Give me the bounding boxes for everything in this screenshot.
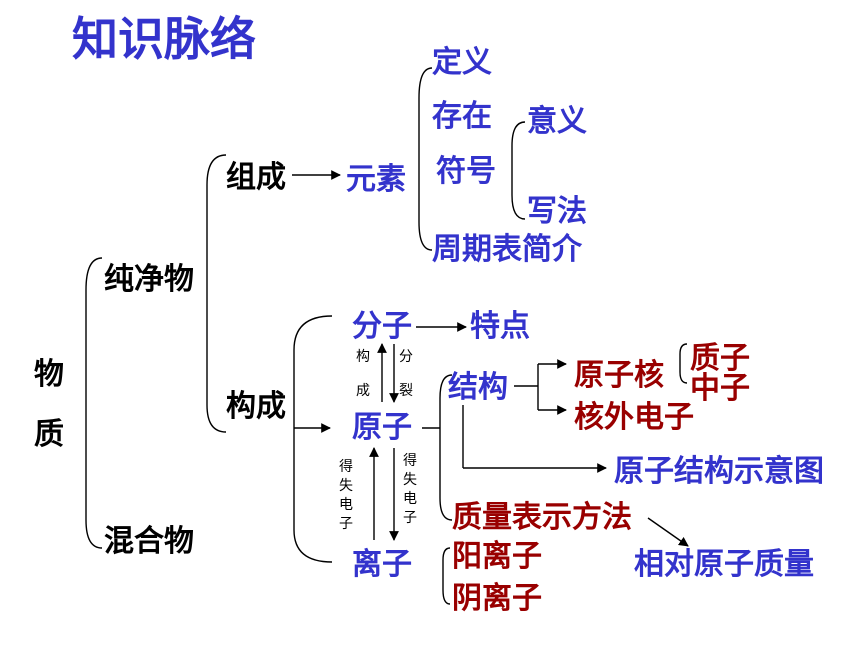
node-feature: 特点 xyxy=(470,309,530,344)
label-build-1: 构 xyxy=(356,349,370,365)
node-mixture: 混合物 xyxy=(104,524,194,559)
node-neutron: 中子 xyxy=(690,371,750,406)
label-build-2: 成 xyxy=(356,383,370,399)
node-structure: 结构 xyxy=(448,370,508,405)
node-matter-1: 物 xyxy=(34,357,64,392)
page-title: 知识脉络 xyxy=(72,12,256,66)
node-existence: 存在 xyxy=(432,99,492,134)
node-mass-method: 质量表示方法 xyxy=(452,500,632,535)
label-gain-lose-right: 得 失 电 子 xyxy=(403,453,417,526)
node-writing: 写法 xyxy=(527,194,587,229)
node-atom: 原子 xyxy=(352,410,412,445)
brace-element xyxy=(418,67,433,251)
node-outer-electrons: 核外电子 xyxy=(574,400,694,435)
arrow-to-relative-mass xyxy=(647,517,689,547)
node-relative-mass: 相对原子质量 xyxy=(634,547,814,582)
node-pure-substance: 纯净物 xyxy=(104,262,194,297)
node-anion: 阴离子 xyxy=(452,581,542,616)
brace-symbol xyxy=(511,121,526,220)
brace-construction xyxy=(293,315,333,563)
node-symbol: 符号 xyxy=(436,154,496,189)
brace-ion xyxy=(442,547,451,605)
node-definition: 定义 xyxy=(432,45,492,80)
label-split-1: 分 xyxy=(399,349,413,365)
node-meaning: 意义 xyxy=(527,104,587,139)
brace-pure xyxy=(206,154,227,433)
node-element: 元素 xyxy=(346,162,406,197)
label-gain-lose-left: 得 失 电 子 xyxy=(339,459,353,532)
node-matter-2: 质 xyxy=(34,417,64,452)
label-split-2: 裂 xyxy=(399,383,413,399)
node-proton: 质子 xyxy=(690,341,750,376)
node-cation: 阳离子 xyxy=(452,539,542,574)
brace-nucleus xyxy=(679,343,688,384)
node-periodic-table: 周期表简介 xyxy=(432,232,582,267)
brace-matter xyxy=(85,257,103,549)
node-molecule: 分子 xyxy=(352,309,412,344)
node-composition: 组成 xyxy=(226,160,286,195)
node-structure-diagram: 原子结构示意图 xyxy=(614,454,824,489)
node-ion: 离子 xyxy=(352,547,412,582)
brace-structure xyxy=(439,374,453,521)
node-nucleus: 原子核 xyxy=(574,358,664,393)
node-construction: 构成 xyxy=(226,389,286,424)
